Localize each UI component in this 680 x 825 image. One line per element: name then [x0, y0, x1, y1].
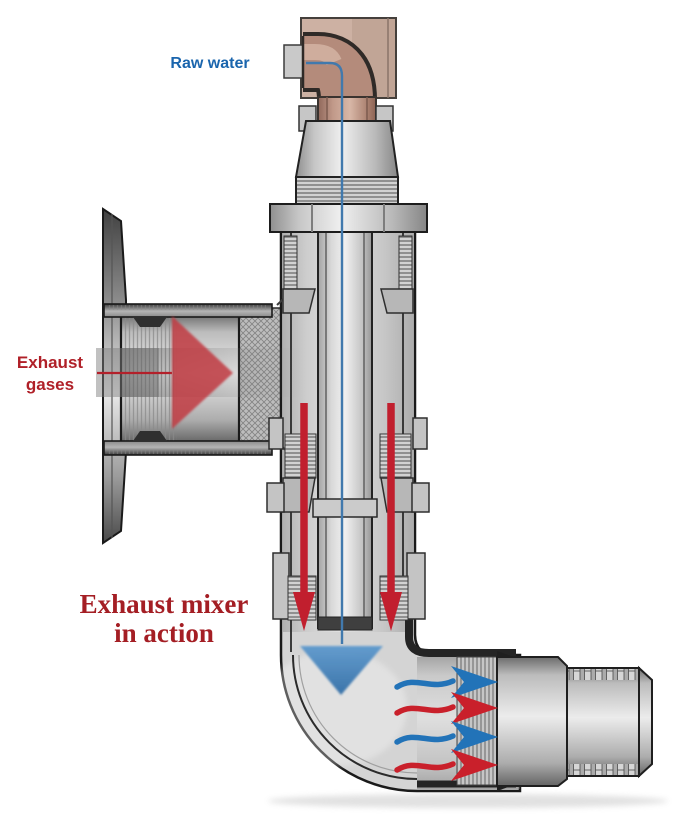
barb-end-bevel — [638, 665, 653, 779]
cut-lip-top — [133, 317, 167, 327]
exhaust-down-arrow-left — [293, 403, 315, 631]
mixed-flow-arrow-4 — [394, 749, 498, 781]
mixed-flow-arrow-1 — [394, 666, 498, 698]
tube-socket — [312, 498, 378, 518]
hex-nut — [269, 203, 428, 233]
exhaust-gases-label-line2: gases — [26, 375, 74, 394]
diagram-title-line1: Exhaust mixer — [80, 589, 249, 619]
mixed-flow-arrow-2 — [394, 692, 498, 724]
reducer-cone — [294, 120, 400, 178]
top-fittings — [269, 105, 428, 233]
hose-barb — [566, 667, 640, 777]
raw-water-flow-line — [306, 61, 344, 644]
mixed-flow-arrow-3 — [394, 721, 498, 753]
ground-shadow — [268, 794, 668, 808]
exhaust-gases-label-line1: Exhaust — [17, 353, 83, 372]
exhaust-inlet-arrow — [172, 316, 233, 429]
outlet-fittings — [456, 651, 653, 791]
diagram-title-line2: in action — [114, 618, 214, 648]
tube-end — [317, 616, 373, 631]
outlet-coupling — [496, 656, 568, 787]
ribbed-collar — [295, 176, 399, 205]
text-labels: Raw water Exhaust gases Exhaust mixer in… — [17, 55, 250, 648]
inner-water-tube — [312, 231, 378, 631]
hose-tab — [283, 44, 304, 79]
raw-water-label: Raw water — [170, 55, 249, 72]
flow-annotations — [96, 61, 498, 781]
outlet-top-wall — [405, 606, 516, 657]
exhaust-down-arrow-right — [380, 403, 402, 631]
water-discharge-arrow — [300, 646, 383, 695]
cut-lip-bottom — [133, 431, 167, 441]
